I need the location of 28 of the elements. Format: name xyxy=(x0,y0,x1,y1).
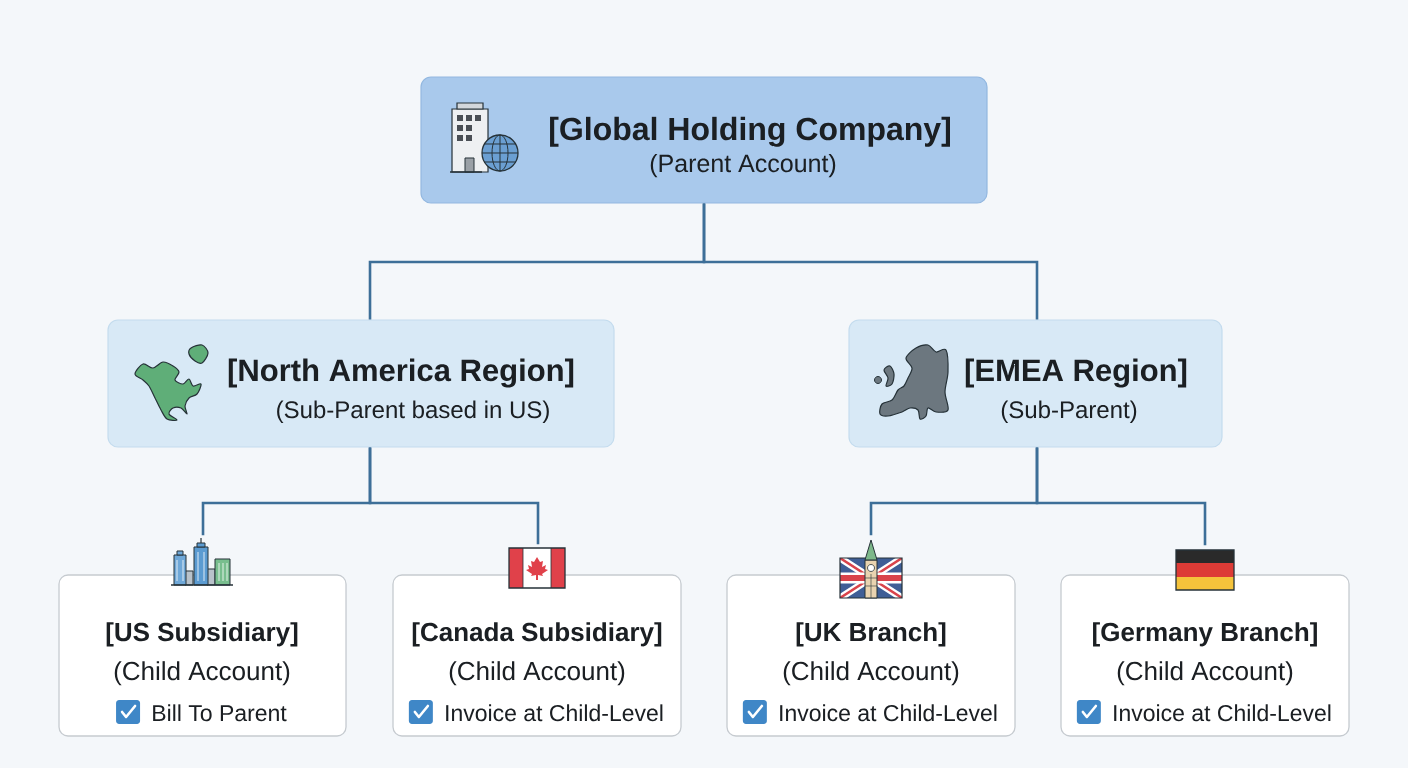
box-subtitle: (Sub-Parent) xyxy=(1001,400,1137,423)
checkbox-label: Invoice at Child-Level xyxy=(780,704,997,722)
checkbox-label: Bill To Parent xyxy=(153,704,287,722)
account-box xyxy=(58,537,347,737)
box-title: [US Subsidiary] xyxy=(106,622,298,647)
account-box xyxy=(392,547,682,737)
box-subtitle: (Child Account) xyxy=(783,661,959,686)
box-subtitle: (Child Account) xyxy=(114,661,290,686)
box-subtitle: (Child Account) xyxy=(449,661,625,686)
box-title: [UK Branch] xyxy=(796,622,946,647)
box-title: [EMEA Region] xyxy=(965,358,1187,388)
box-title: [North America Region] xyxy=(228,358,574,388)
account-box xyxy=(107,319,615,448)
connector-line xyxy=(1035,447,1207,546)
account-box xyxy=(726,539,1016,737)
box-title: [Canada Subsidiary] xyxy=(412,622,662,647)
account-box xyxy=(420,76,988,204)
account-box xyxy=(848,319,1223,448)
checkbox-label: Invoice at Child-Level xyxy=(446,704,663,722)
box-subtitle: (Child Account) xyxy=(1117,661,1293,686)
box-subtitle: (Parent Account) xyxy=(650,153,836,178)
connector-line xyxy=(702,203,1039,320)
checkbox-label: Invoice at Child-Level xyxy=(1114,704,1331,722)
box-title: [Germany Branch] xyxy=(1093,622,1317,647)
connector-line xyxy=(368,447,540,545)
account-box xyxy=(1060,549,1350,737)
box-subtitle: (Sub-Parent based in US) xyxy=(277,400,549,423)
box-title: [Global Holding Company] xyxy=(550,116,950,147)
